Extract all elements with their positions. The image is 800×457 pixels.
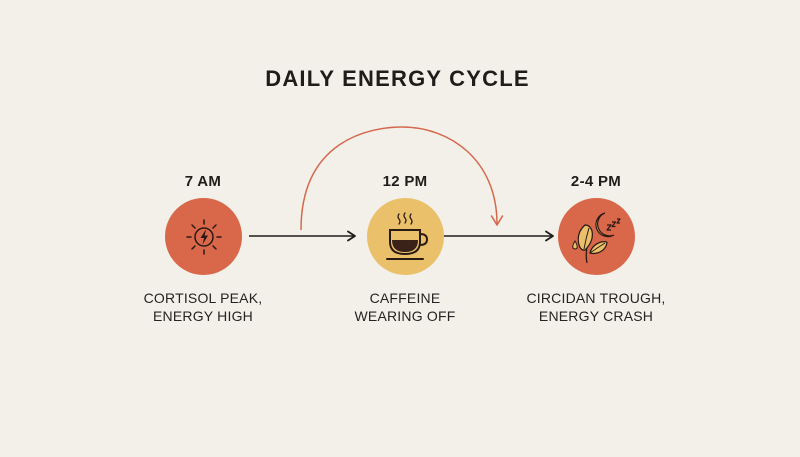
arrow-12pm-to-2pm bbox=[444, 230, 554, 242]
arc-arrow-7am-to-2pm bbox=[300, 126, 504, 231]
sun-lightning-icon bbox=[185, 218, 222, 255]
stage-description: CORTISOL PEAK, ENERGY HIGH bbox=[103, 289, 303, 325]
desc-line-1: CAFFEINE bbox=[369, 290, 441, 306]
coffee-cup-icon bbox=[385, 211, 428, 260]
stage-description: CAFFEINE WEARING OFF bbox=[305, 289, 505, 325]
moon-sleep-leaves-icon bbox=[571, 211, 621, 263]
stage-icon-circle bbox=[165, 198, 242, 275]
desc-line-2: ENERGY CRASH bbox=[538, 308, 654, 324]
desc-line-2: WEARING OFF bbox=[354, 308, 456, 324]
desc-line-1: CIRCIDAN TROUGH, bbox=[526, 290, 666, 306]
stage-icon-circle bbox=[367, 198, 444, 275]
stage-icon-circle bbox=[558, 198, 635, 275]
stage-time: 7 AM bbox=[184, 173, 222, 190]
stage-time: 12 PM bbox=[382, 173, 428, 190]
arrow-7am-to-12pm bbox=[249, 230, 356, 242]
desc-line-1: CORTISOL PEAK, bbox=[143, 290, 263, 306]
stage-time: 2-4 PM bbox=[570, 173, 622, 190]
diagram-title: DAILY ENERGY CYCLE bbox=[265, 66, 530, 91]
desc-line-2: ENERGY HIGH bbox=[153, 308, 253, 324]
stage-description: CIRCIDAN TROUGH, ENERGY CRASH bbox=[496, 289, 696, 325]
